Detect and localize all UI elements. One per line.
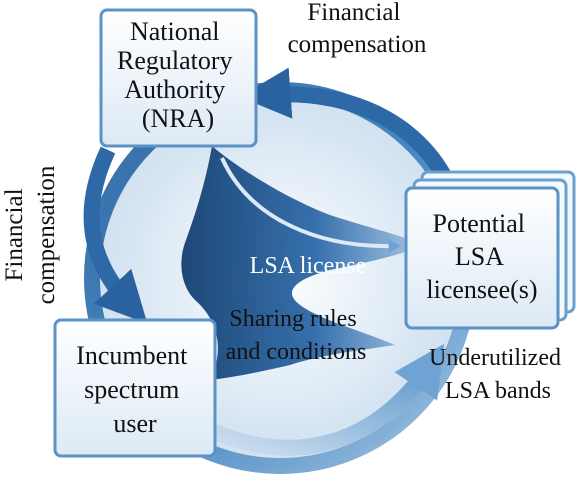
incumbent-label-line: Incumbent: [76, 341, 188, 370]
licensee-label-line: licensee(s): [426, 275, 537, 304]
svg-text:compensation: compensation: [33, 165, 60, 304]
svg-text:Potential LSA lice: Potential LSA licensee(s): [426, 209, 537, 304]
nra-label-line: Authority: [124, 75, 225, 104]
top-compensation-label: compensation: [288, 31, 427, 58]
nra-label-line: Regulatory: [117, 46, 233, 75]
nra-label-line: (NRA): [142, 104, 214, 133]
licensee-node: Potential LSA licensee(s): [404, 170, 576, 330]
svg-text:National Regulatory: National Regulatory Authority (NRA): [117, 17, 239, 133]
underutilized-label: LSA bands: [445, 378, 551, 404]
sharing-rules-label: Sharing rules: [229, 306, 356, 332]
licensee-label-line: LSA: [455, 242, 504, 271]
left-compensation-label: Financial: [1, 188, 28, 281]
incumbent-label-line: user: [113, 409, 157, 438]
arrow-incumbent-to-licensee: [206, 343, 445, 456]
central-flow-shape: [181, 146, 425, 380]
top-compensation-label: Financial: [307, 0, 400, 26]
left-compensation-label: compensation: [33, 165, 60, 304]
arrow-nra-to-incumbent: [83, 146, 148, 324]
incumbent-label-line: spectrum: [84, 375, 179, 404]
svg-text:Incumbent spectrum: Incumbent spectrum user: [76, 341, 194, 438]
lsa-license-label: LSA license: [250, 253, 367, 279]
licensee-label-line: Potential: [433, 209, 525, 238]
svg-text:Financial: Financial: [1, 188, 28, 281]
underutilized-label: Underutilized: [429, 345, 561, 371]
incumbent-node: Incumbent spectrum user: [53, 318, 217, 458]
svg-text:Underutilized LSA bands: Underutilized LSA bands: [429, 345, 567, 404]
nra-label-line: National: [130, 17, 220, 46]
sharing-rules-label: and conditions: [226, 339, 367, 365]
lsa-license-curve-arrow: [220, 157, 402, 253]
nra-node: National Regulatory Authority (NRA): [99, 8, 258, 148]
svg-text:Financial compensation: Financial compensation: [288, 0, 427, 58]
svg-text:Sharing rules and conditio: Sharing rules and conditions: [226, 306, 367, 365]
